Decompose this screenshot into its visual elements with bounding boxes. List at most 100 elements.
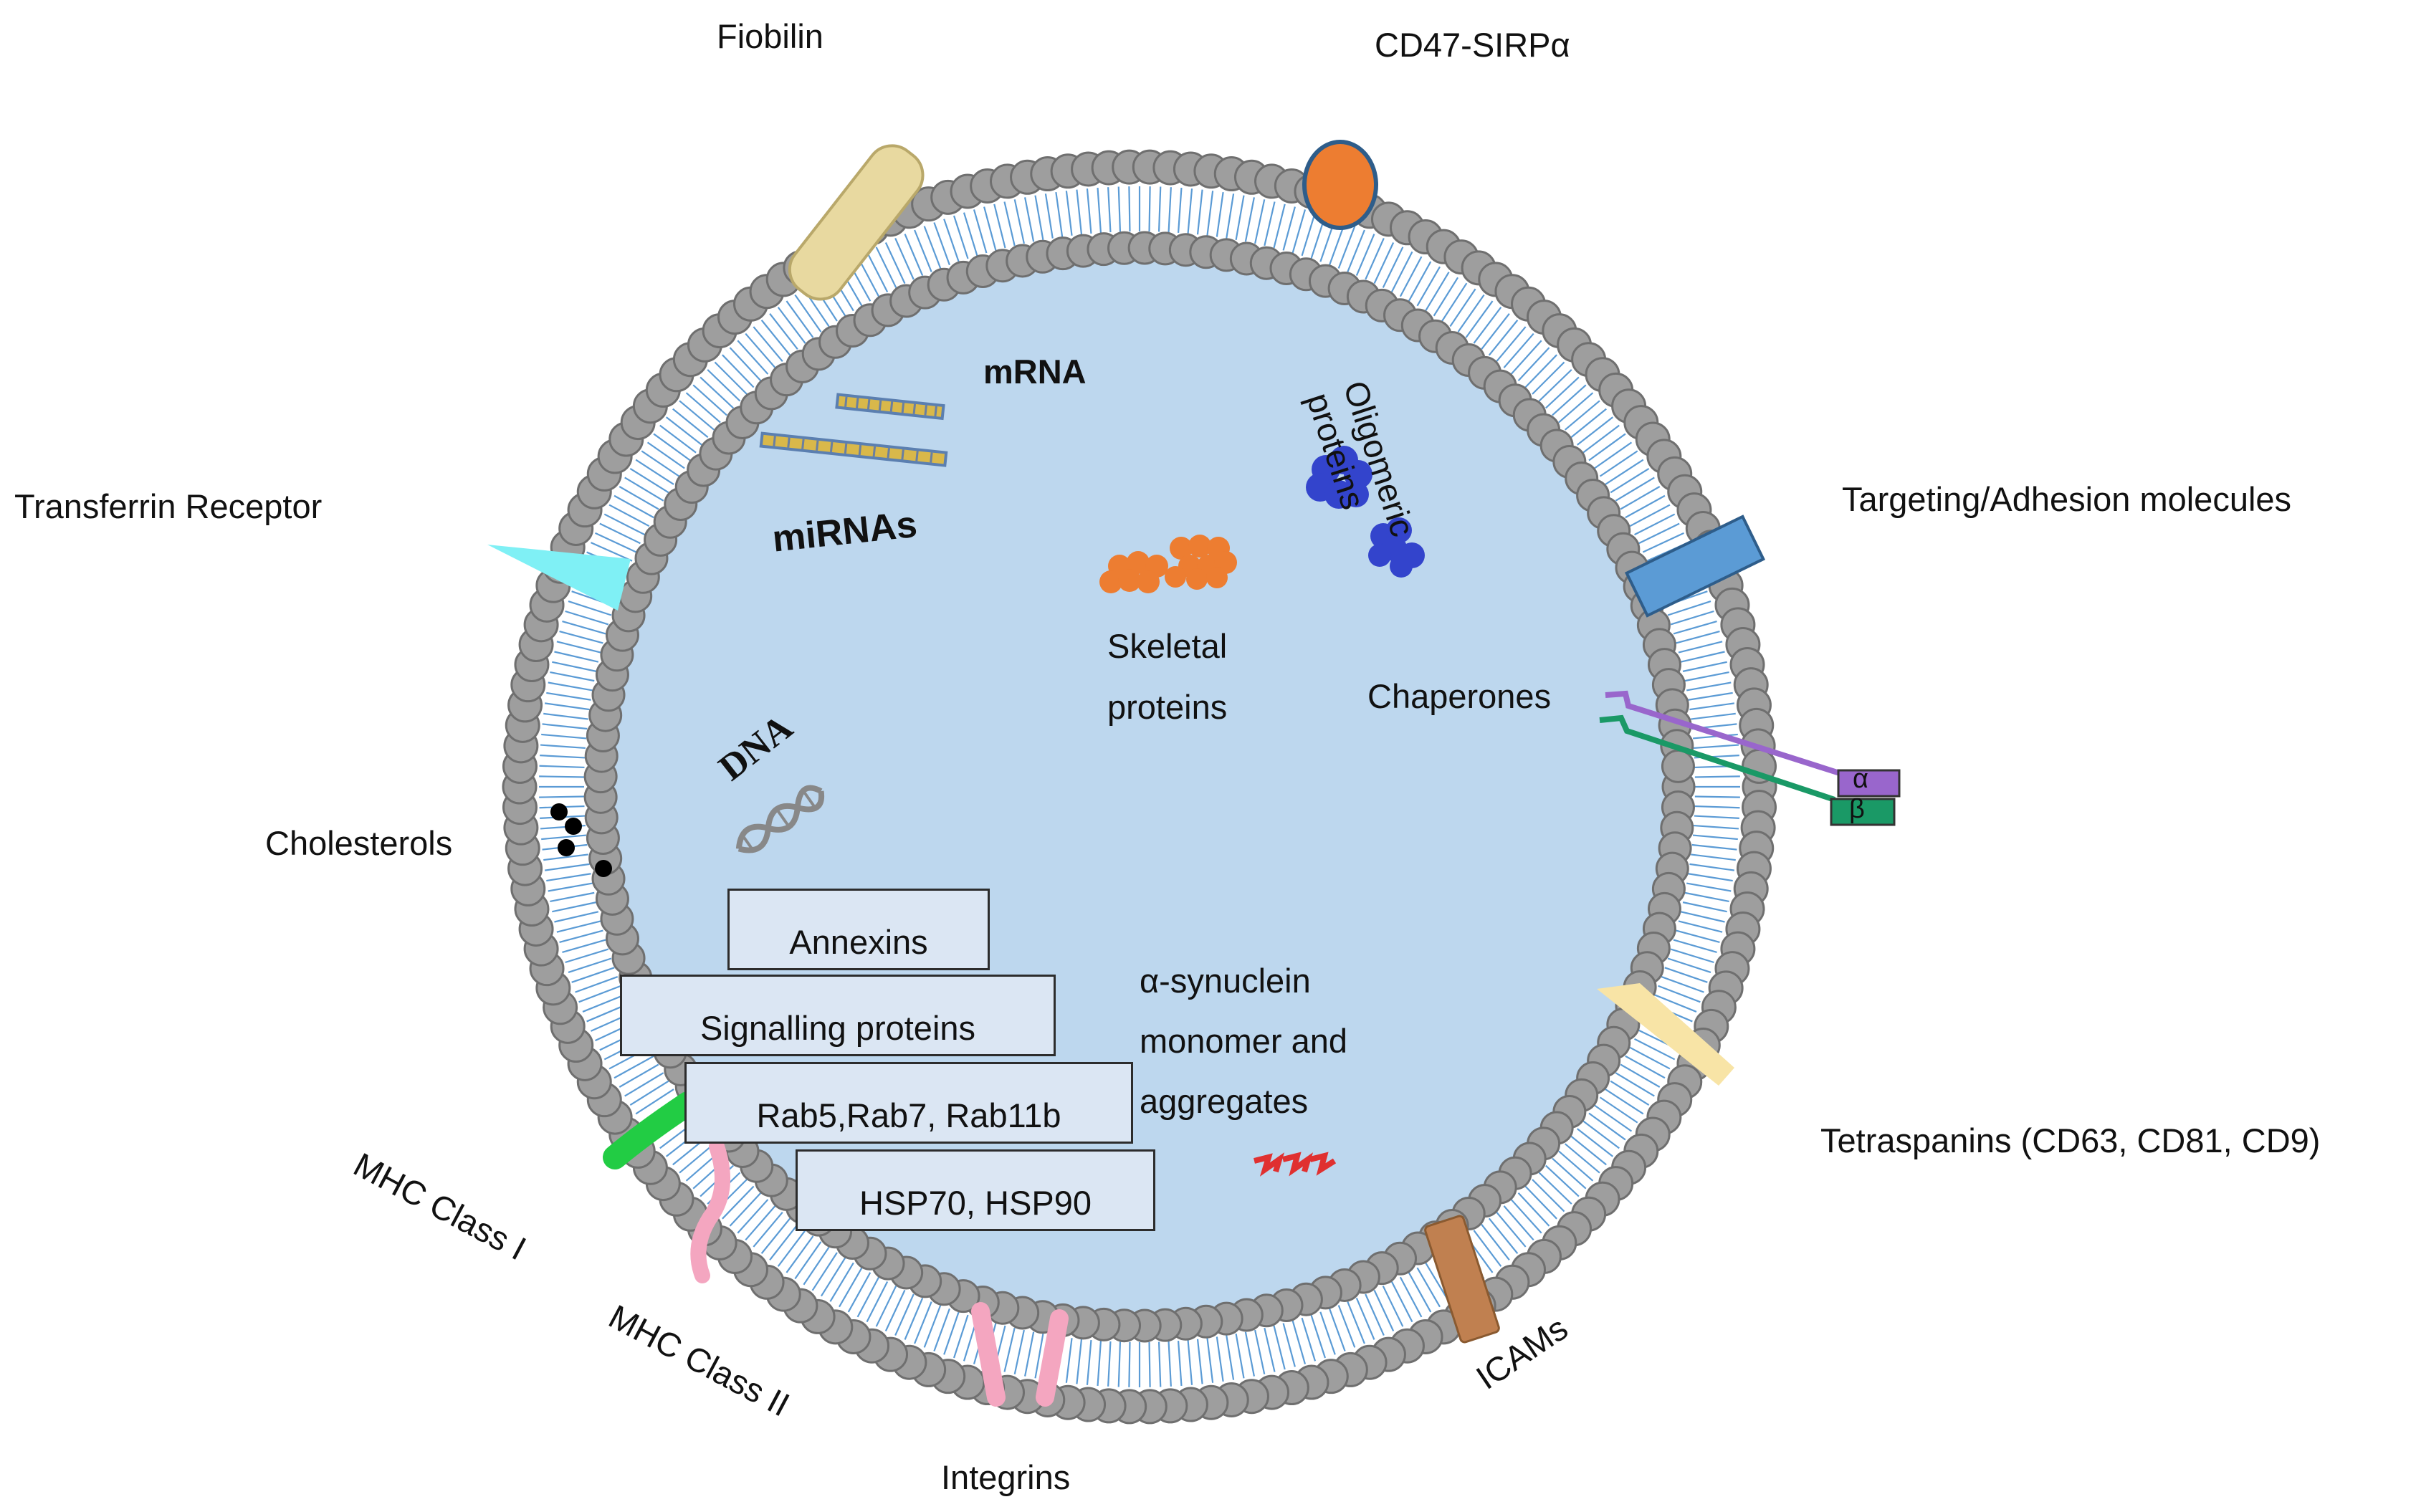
- lipid-tail: [629, 1080, 669, 1106]
- rab-proteins-box: Rab5,Rab7, Rab11b: [684, 1062, 1133, 1144]
- lipid-tail: [1433, 277, 1459, 317]
- cd47-sirpa-label: CD47-SIRPα: [1375, 26, 1570, 64]
- lipid-tail: [1216, 192, 1224, 237]
- lipid-tail: [1157, 186, 1162, 232]
- lipid-tail: [1615, 1072, 1655, 1097]
- lipid-tail: [1503, 332, 1534, 368]
- lipid-tail: [803, 1246, 830, 1286]
- lipid-tail: [1347, 1301, 1365, 1344]
- lipid-tail: [1488, 1217, 1519, 1254]
- lipid-tail: [550, 671, 595, 682]
- lipid-tail: [1177, 187, 1183, 233]
- lipid-tail: [1481, 312, 1510, 350]
- lipid-tail: [1488, 320, 1519, 356]
- lipid-tail: [875, 247, 897, 288]
- lipid-tail: [1168, 187, 1172, 233]
- lipid-tail: [619, 486, 659, 510]
- lipid-tail: [679, 1143, 715, 1174]
- lipid-tail: [1570, 408, 1607, 439]
- lipid-tail: [545, 863, 590, 871]
- skeletal-proteins-label-1: Skeletal: [1107, 627, 1228, 665]
- lipid-tail: [1503, 1205, 1534, 1241]
- transferrin-receptor-label: Transferrin Receptor: [14, 487, 323, 525]
- lipid-tails: [539, 186, 1740, 1387]
- lipid-tail: [1654, 994, 1697, 1013]
- lipid-tail: [1545, 376, 1580, 409]
- lipid-tail: [894, 238, 915, 280]
- lipid-tail: [769, 312, 798, 350]
- lipid-tail: [1425, 1262, 1450, 1302]
- lipid-tail: [629, 467, 669, 494]
- lipid-tail: [1337, 226, 1356, 269]
- alpha-chain-box: [1837, 769, 1901, 798]
- lipid-tail: [1291, 209, 1307, 254]
- beta-chain-label: β: [1849, 794, 1865, 824]
- lipid-tail: [556, 641, 601, 654]
- hsp-proteins-box: HSP70, HSP90: [796, 1149, 1155, 1231]
- lipid-tail: [1254, 1329, 1266, 1374]
- lipid-tail: [1329, 1308, 1346, 1351]
- lipid-tail: [1629, 1046, 1671, 1070]
- lipid-tail: [559, 631, 603, 644]
- synuclein-label-3: aggregates: [1140, 1082, 1309, 1120]
- signalling-proteins-text: Signalling proteins: [700, 1009, 976, 1047]
- lipid-tail: [700, 376, 734, 409]
- tetraspanins-label: Tetraspanins (CD63, CD81, CD9): [1820, 1121, 2321, 1159]
- lipid-tail: [1588, 433, 1626, 461]
- cd47-sirpa-protein: [1302, 140, 1378, 230]
- lipid-tail: [952, 1314, 969, 1359]
- mrna-strand: [835, 393, 945, 421]
- lipid-tail: [1373, 1289, 1395, 1331]
- lipid-tail: [729, 1192, 762, 1227]
- synuclein-label-2: monomer and: [1140, 1022, 1347, 1060]
- lipid-tail: [613, 494, 654, 519]
- lipid-tail: [1282, 206, 1296, 251]
- lipid-tail: [1187, 1339, 1193, 1385]
- lipid-tail: [1355, 1297, 1375, 1340]
- lipid-tail: [1065, 191, 1073, 236]
- tetraspanin-protein: [1597, 983, 1734, 1086]
- lipid-tail: [894, 1293, 915, 1336]
- lipid-tail: [1473, 307, 1502, 344]
- lipid-tail: [1416, 266, 1441, 307]
- lipid-tail: [1564, 400, 1600, 431]
- lipid-tail: [1524, 354, 1557, 388]
- lipid-tail: [1373, 242, 1395, 284]
- chaperone-chains: [1599, 690, 1843, 803]
- lipid-tail: [1691, 712, 1736, 720]
- lipid-tail: [1676, 929, 1720, 943]
- lipid-tail: [1441, 282, 1468, 322]
- lipid-tail: [914, 1301, 932, 1344]
- lipid-tail: [943, 219, 960, 262]
- lipid-tail: [983, 206, 997, 251]
- lipid-tail: [539, 765, 585, 769]
- lipid-tail: [1013, 1329, 1025, 1374]
- lipid-tail: [1347, 229, 1365, 272]
- lipid-tail: [1481, 1224, 1510, 1261]
- lipid-tail: [1620, 486, 1661, 510]
- lipid-tail: [1538, 1172, 1572, 1205]
- lipid-tail: [811, 1252, 838, 1291]
- lipid-tail: [1582, 424, 1620, 454]
- lipid-tail: [1416, 1267, 1441, 1308]
- lipid-tail: [1532, 1179, 1565, 1212]
- lipid-tail: [904, 1297, 924, 1340]
- lipid-tail: [1034, 195, 1044, 240]
- lipid-tail: [1264, 1327, 1276, 1372]
- lipid-tail: [1390, 1281, 1413, 1323]
- integrins-label: Integrins: [941, 1458, 1071, 1496]
- lipid-tail: [1510, 340, 1542, 375]
- lipid-tail: [562, 939, 606, 954]
- lipid-tail: [1667, 600, 1711, 616]
- lipid-tail: [1264, 201, 1276, 247]
- lipid-tail: [1605, 1088, 1644, 1115]
- lipid-tail: [745, 332, 776, 368]
- lipid-tail: [568, 957, 612, 974]
- lipid-tail: [866, 251, 889, 292]
- lipid-tail: [1610, 1080, 1650, 1106]
- lipid-tail: [884, 242, 906, 284]
- lipid-tail: [760, 320, 791, 356]
- alpha-chain-label: α: [1853, 764, 1868, 794]
- lipid-tail: [545, 702, 590, 711]
- lipid-tail: [1599, 1096, 1638, 1124]
